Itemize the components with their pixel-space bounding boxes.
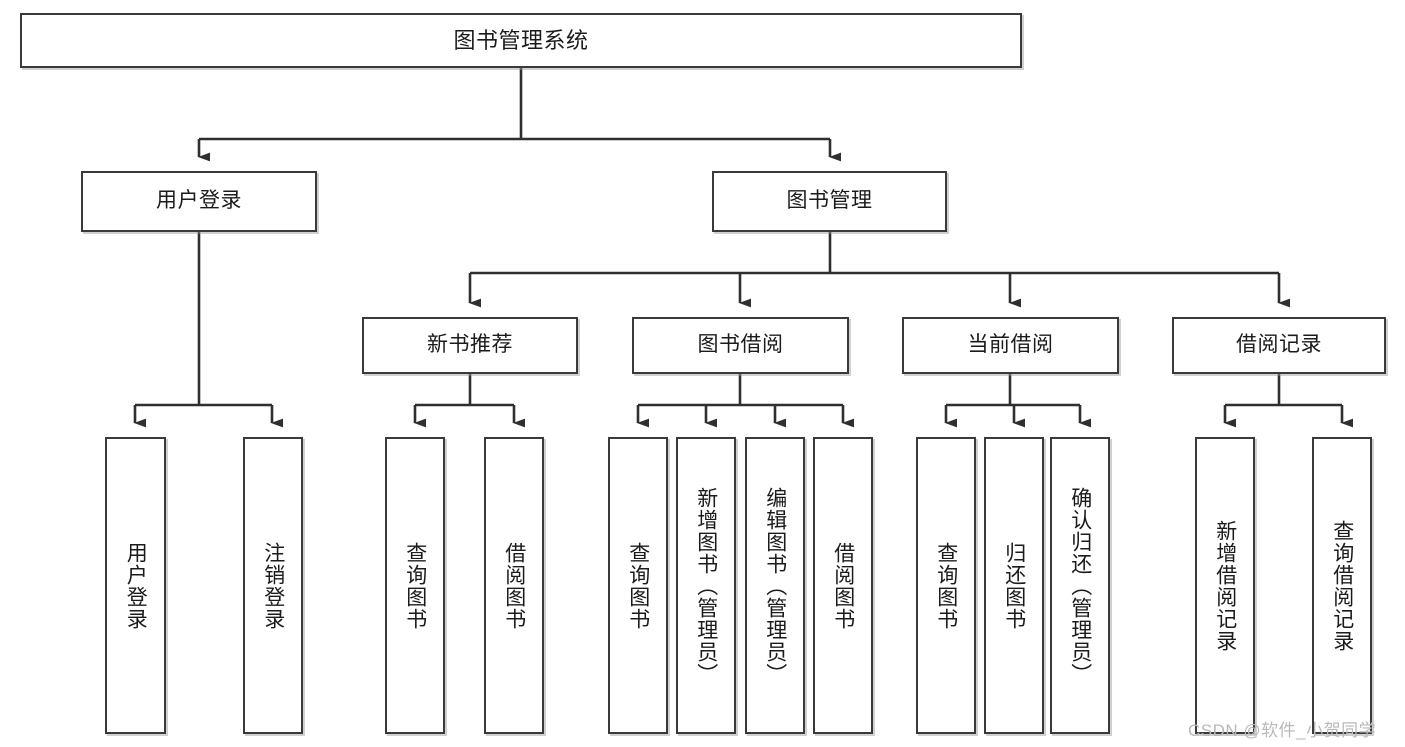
leaf-borrow-books[interactable]: 借阅图书 [813,437,873,734]
leaf-confirm-return-admin[interactable]: 确认归还（管理员） [1050,437,1110,734]
leaf-query-borrowing-record[interactable]: 查询借阅记录 [1312,437,1372,734]
node-label: 借阅图书 [831,541,855,630]
leaf-user-login[interactable]: 用户登录 [105,437,166,734]
node-user-login[interactable]: 用户登录 [81,171,317,232]
node-label: 查询借阅记录 [1330,519,1354,652]
node-label: 确认归还（管理员） [1068,486,1092,685]
leaf-logout[interactable]: 注销登录 [243,437,303,734]
node-label: 借阅记录 [1236,333,1322,357]
node-label: 查询图书 [626,541,650,630]
leaf-return-books[interactable]: 归还图书 [984,437,1044,734]
node-new-book-recommendation[interactable]: 新书推荐 [362,317,578,374]
csdn-watermark: CSDN @软件_小贺同学 [1188,721,1377,740]
node-label: 新书推荐 [427,333,513,357]
leaf-query-books-borrowing[interactable]: 查询图书 [608,437,668,734]
node-current-borrowing[interactable]: 当前借阅 [902,317,1119,374]
node-book-management[interactable]: 图书管理 [712,171,947,232]
leaf-add-book-admin[interactable]: 新增图书（管理员） [676,437,736,734]
node-label: 查询图书 [934,541,958,630]
node-label: 图书管理系统 [453,27,589,53]
leaf-query-books-current[interactable]: 查询图书 [916,437,976,734]
node-borrowing-records[interactable]: 借阅记录 [1172,317,1386,374]
node-label: 编辑图书（管理员） [763,486,787,685]
node-book-borrowing[interactable]: 图书借阅 [632,317,849,374]
node-label: 借阅图书 [502,541,526,630]
node-label: 当前借阅 [967,333,1054,357]
node-root-book-management-system[interactable]: 图书管理系统 [20,13,1022,68]
node-label: 新增图书（管理员） [694,486,718,685]
node-label: 注销登录 [261,541,285,630]
node-label: 查询图书 [403,541,427,630]
leaf-edit-book-admin[interactable]: 编辑图书（管理员） [745,437,805,734]
leaf-add-borrowing-record[interactable]: 新增借阅记录 [1195,437,1255,734]
node-label: 图书借阅 [697,333,784,357]
node-label: 新增借阅记录 [1213,519,1237,652]
node-label: 图书管理 [786,189,873,213]
leaf-borrow-books-recommendation[interactable]: 借阅图书 [484,437,544,734]
node-label: 用户登录 [156,189,242,213]
leaf-query-books-recommendation[interactable]: 查询图书 [385,437,445,734]
node-label: 用户登录 [124,541,148,630]
node-label: 归还图书 [1002,541,1026,630]
